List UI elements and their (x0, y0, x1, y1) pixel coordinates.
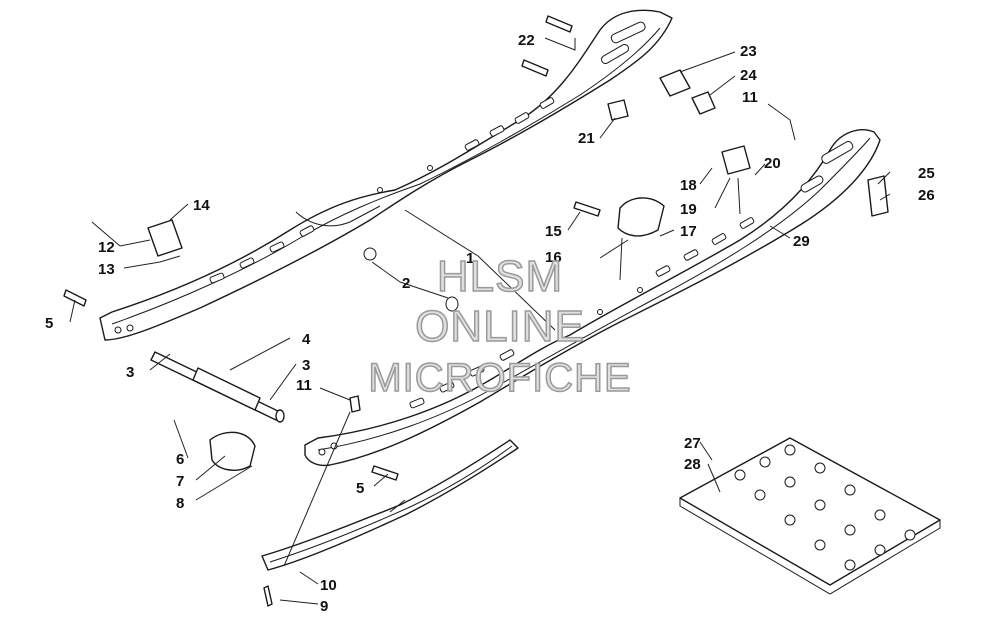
callout-labels: 22 23 24 11 21 20 18 25 26 19 14 15 17 1… (45, 32, 935, 615)
callout-3-right: 3 (302, 357, 310, 374)
link-bracket-14 (147, 219, 183, 257)
lower-slide-rail (304, 129, 881, 467)
bumper-block-23 (659, 69, 691, 97)
screw-9 (263, 585, 273, 607)
leader-lines (69, 37, 891, 605)
hardware-parts (63, 15, 889, 607)
callout-10: 10 (320, 577, 337, 594)
callout-11-upper: 11 (742, 89, 758, 106)
bolt-5a (63, 289, 87, 307)
callout-17: 17 (680, 223, 697, 240)
wear-slide (261, 439, 519, 571)
callout-6: 6 (176, 451, 184, 468)
callout-26: 26 (918, 187, 935, 204)
callout-24: 24 (740, 67, 757, 84)
callout-29: 29 (793, 233, 810, 250)
callout-5-left: 5 (45, 315, 53, 332)
rail-slots-lower (318, 141, 854, 456)
track-lugs (734, 444, 916, 571)
end-bracket-25 (867, 175, 889, 217)
callout-27: 27 (684, 435, 701, 452)
callout-5-lower: 5 (356, 480, 364, 497)
callout-1: 1 (466, 250, 474, 267)
stop-block-19 (721, 145, 751, 175)
spacer-24 (691, 91, 716, 115)
callout-22: 22 (518, 32, 535, 49)
callout-2: 2 (402, 275, 410, 292)
callout-9: 9 (320, 598, 328, 615)
watermark-line-2: ONLINE (414, 301, 585, 352)
callout-14: 14 (193, 197, 210, 214)
wheel-block-6 (209, 431, 256, 471)
callout-20: 20 (764, 155, 781, 172)
callout-16: 16 (545, 249, 562, 266)
bolt-5b (371, 465, 399, 481)
callout-18: 18 (680, 177, 697, 194)
callout-23: 23 (740, 43, 757, 60)
bushing-21 (607, 99, 629, 121)
bolt-22b (521, 59, 549, 77)
upper-slide-rail (99, 9, 673, 341)
callout-7: 7 (176, 473, 184, 490)
watermark-line-3: MICROFICHE (368, 355, 632, 401)
callout-8: 8 (176, 495, 184, 512)
callout-13: 13 (98, 261, 115, 278)
mount-bracket-16 (617, 197, 665, 237)
callout-11-lower: 11 (296, 377, 312, 394)
washer-2b (445, 296, 459, 312)
watermark-line-1: HLSM (436, 251, 564, 302)
bolt-15 (573, 201, 601, 217)
callout-28: 28 (684, 456, 701, 473)
bolt-22a (545, 15, 573, 33)
callout-19: 19 (680, 201, 697, 218)
callout-12: 12 (98, 239, 115, 256)
callout-3-left: 3 (126, 364, 134, 381)
cross-shaft (150, 351, 285, 423)
callout-25: 25 (918, 165, 935, 182)
callout-15: 15 (545, 223, 562, 240)
callout-4: 4 (302, 331, 311, 348)
rail-slots-upper (114, 21, 646, 334)
callout-21: 21 (578, 130, 595, 147)
track-clips-mat (679, 437, 941, 595)
washer-2a (363, 247, 377, 261)
nut-11 (349, 395, 361, 413)
